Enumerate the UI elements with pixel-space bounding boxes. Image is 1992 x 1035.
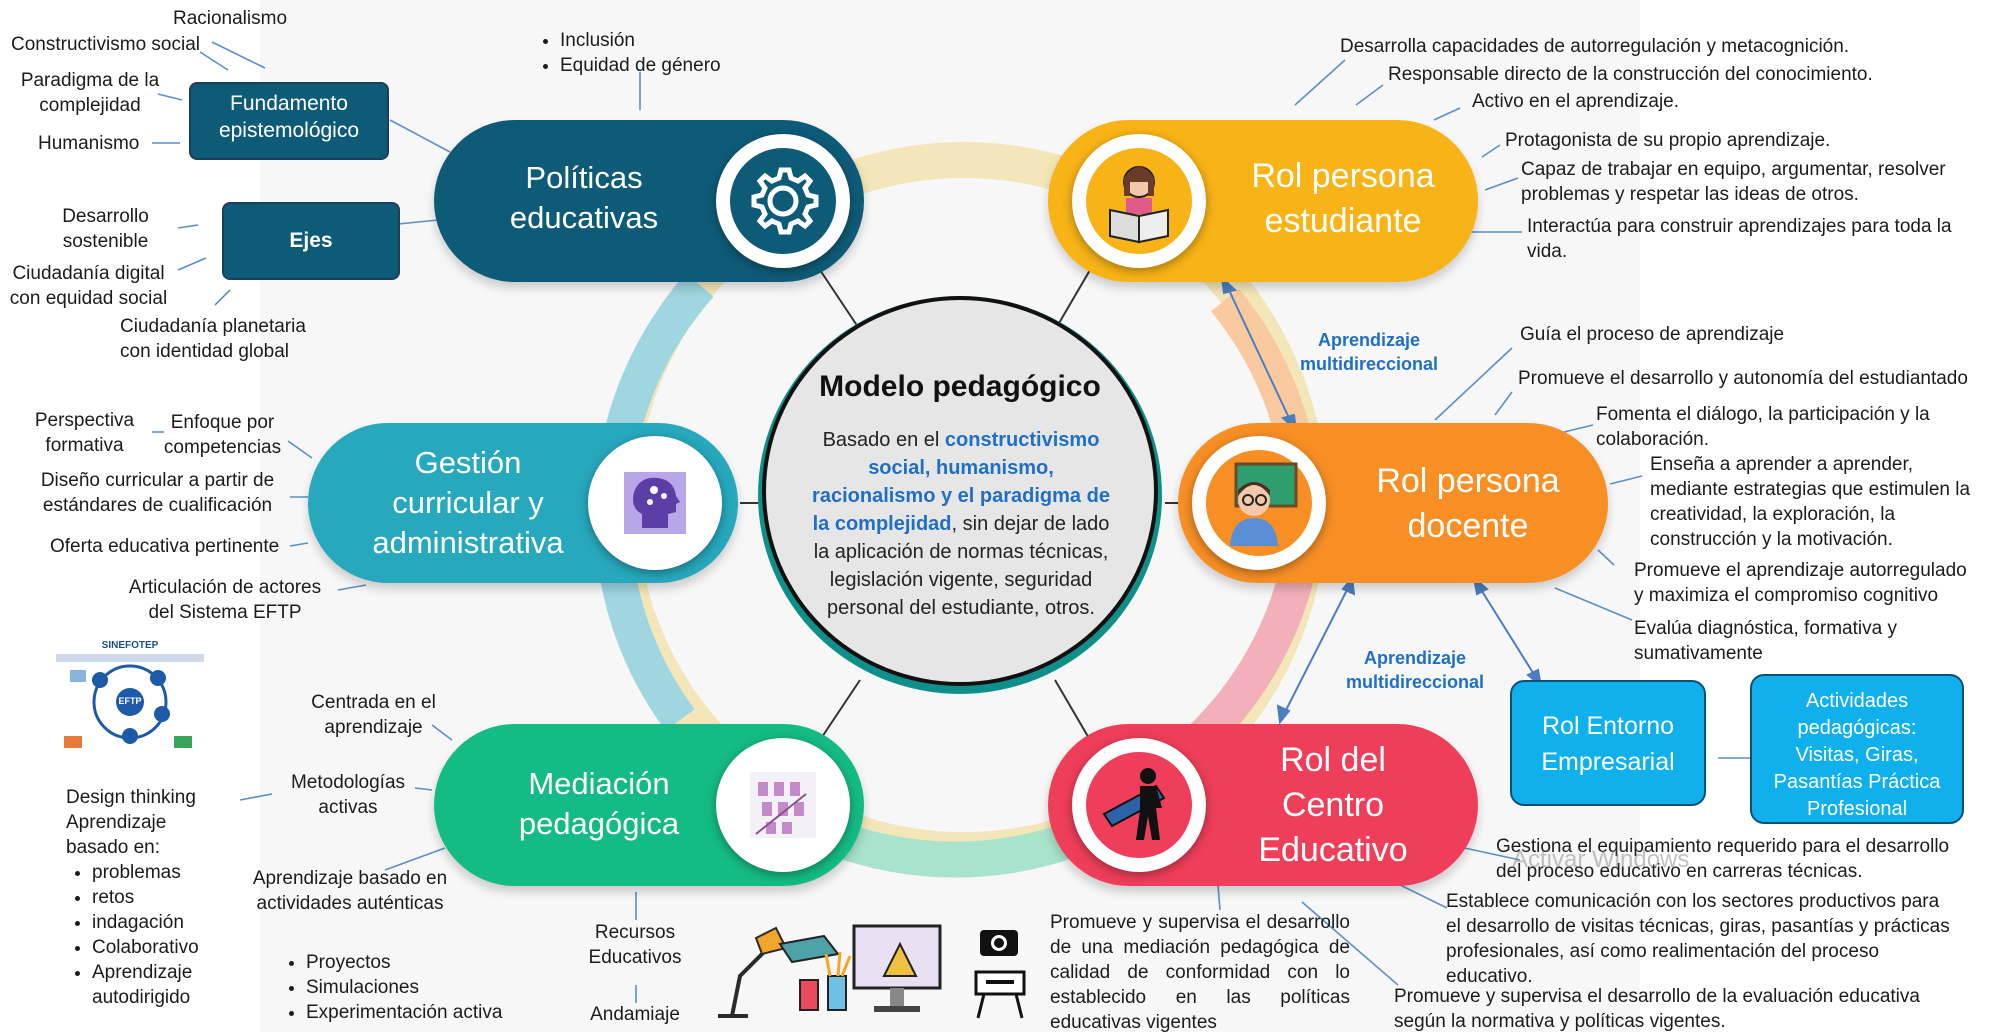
- text-doc2: Promueve el desarrollo y autonomía del e…: [1518, 368, 1968, 389]
- text-est1: Desarrolla capacidades de autorregulació…: [1340, 36, 1850, 57]
- text-perspectiva: Perspectiva formativa: [34, 410, 135, 456]
- autenticas-item: Proyectos: [306, 950, 520, 975]
- autenticas-item: Experimentación activa: [306, 1000, 520, 1025]
- sinefotep-center: EFTP: [118, 696, 142, 706]
- box-rol-entorno: Rol Entorno Empresarial: [1510, 680, 1706, 806]
- text-enfoque: Enfoque por competencias: [163, 412, 282, 458]
- text-design: Design thinking Aprendizaje basado en: p…: [66, 785, 246, 1010]
- text-constructivismo: Constructivismo social: [11, 34, 200, 55]
- inclusion-list-wrap: Inclusión Equidad de género: [534, 28, 754, 78]
- autenticas-item: Simulaciones: [306, 975, 520, 1000]
- text-design-heading: Design thinking Aprendizaje basado en:: [66, 787, 196, 858]
- box-actividades: Actividades pedagógicas: Visitas, Giras,…: [1750, 674, 1964, 824]
- arrow-label-1: Aprendizaje multidireccional: [1299, 330, 1439, 374]
- box-ejes: Ejes: [222, 202, 400, 280]
- text-est2: Responsable directo de la construcción d…: [1388, 64, 1873, 85]
- student-reading-icon: [1086, 148, 1192, 254]
- text-centrada: Centrada en el aprendizaje: [311, 692, 436, 738]
- text-paradigma: Paradigma de la complejidad: [20, 70, 160, 116]
- inclusion-item: Inclusión: [560, 28, 754, 53]
- ring-right-low-arc: [1187, 556, 1318, 754]
- design-list: problemas retos indagación Colaborativo …: [66, 860, 246, 1010]
- text-ciudadania-digital: Ciudadanía digital con equidad social: [9, 263, 168, 309]
- center-title: Modelo pedagógico: [819, 370, 1101, 403]
- design-item: retos: [92, 885, 246, 910]
- circle-docente: [1192, 436, 1326, 570]
- text-doc1: Guía el proceso de aprendizaje: [1520, 324, 1785, 345]
- text-diseno: Diseño curricular a partir de estándares…: [40, 470, 275, 516]
- gear-icon: [730, 148, 836, 254]
- text-cen1: Gestiona el equipamiento requerido para …: [1496, 836, 1950, 882]
- design-item: Colaborativo: [92, 935, 246, 960]
- text-est4: Protagonista de su propio aprendizaje.: [1505, 130, 1831, 151]
- camera-icon: [980, 930, 1018, 956]
- cups-icon: [799, 951, 852, 1011]
- text-recursos: Recursos Educativos: [588, 922, 682, 968]
- center-text-1: Basado en el: [822, 429, 945, 451]
- pill-estudiante-label: Rol persona estudiante: [1251, 157, 1435, 240]
- sinefotep-title: SINEFOTEP: [101, 640, 159, 651]
- text-est5: Capaz de trabajar en equipo, argumentar,…: [1521, 159, 1946, 205]
- text-doc5: Promueve el aprendizaje autorregulado y …: [1634, 560, 1967, 606]
- text-humanismo: Humanismo: [38, 133, 140, 154]
- inclusion-list: Inclusión Equidad de género: [534, 28, 754, 78]
- circle-politicas: [716, 134, 850, 268]
- text-mediacion: Promueve y supervisa el desarrollo de un…: [1050, 912, 1350, 1033]
- text-racionalismo: Racionalismo: [172, 8, 288, 29]
- lamp-icon: [718, 926, 788, 1018]
- classroom-icon: [730, 752, 836, 858]
- text-desarrollo: Desarrollo sostenible: [62, 206, 149, 252]
- pill-docente-label: Rol persona docente: [1376, 462, 1560, 545]
- text-doc6: Evalúa diagnóstica, formativa y sumativa…: [1634, 618, 1897, 664]
- design-item: Aprendizaje autodirigido: [92, 960, 202, 1010]
- head-thinking-icon: [602, 450, 708, 556]
- text-est3: Activo en el aprendizaje.: [1472, 91, 1680, 112]
- design-item: indagación: [92, 910, 246, 935]
- watermark: Activar Windows: [1512, 846, 1690, 873]
- center-inner: Modelo pedagógico Basado en el construct…: [762, 296, 1158, 686]
- text-cen2: Establece comunicación con los sectores …: [1446, 891, 1950, 987]
- text-doc3: Fomenta el diálogo, la participación y l…: [1596, 404, 1930, 450]
- box-fundamento: Fundamento epistemológico: [189, 82, 389, 160]
- design-item: problemas: [92, 860, 246, 885]
- pill-mediacion-label: Mediación pedagógica: [518, 766, 680, 841]
- arrow-label-2: Aprendizaje multidireccional: [1345, 648, 1485, 692]
- text-doc4: Enseña a aprender a aprender, mediante e…: [1650, 454, 1971, 550]
- worker-icon: [1086, 752, 1192, 858]
- monitor-icon: [852, 924, 942, 1012]
- text-oferta: Oferta educativa pertinente: [50, 536, 280, 557]
- circle-gestion: [588, 436, 722, 570]
- pill-gestion-label: Gestión curricular y administrativa: [372, 445, 564, 560]
- center-text-2: , sin dejar de lado la aplicación de nor…: [813, 513, 1110, 619]
- circle-estudiante: [1072, 134, 1206, 268]
- text-andamiaje: Andamiaje: [590, 1004, 680, 1025]
- sinefotep-diagram: SINEFOTEP EFTP: [50, 640, 210, 755]
- autenticas-list-wrap: Proyectos Simulaciones Experimentación a…: [280, 950, 520, 1025]
- circle-mediacion: [716, 738, 850, 872]
- text-cen3: Promueve y supervisa el desarrollo de la…: [1394, 986, 1920, 1032]
- center-description: Basado en el constructivismo social, hum…: [806, 426, 1116, 622]
- printer-icon: [974, 970, 1026, 1019]
- text-articulacion: Articulación de actores del Sistema EFTP: [128, 577, 322, 623]
- autenticas-list: Proyectos Simulaciones Experimentación a…: [280, 950, 520, 1025]
- inclusion-item: Equidad de género: [560, 53, 754, 78]
- tools-illustration: [704, 916, 1034, 1028]
- text-autenticas: Aprendizaje basado en actividades autént…: [252, 868, 448, 914]
- text-est6: Interactúa para construir aprendizajes p…: [1527, 216, 1952, 262]
- teacher-icon: [1206, 450, 1312, 556]
- center-text-highlight: constructivismo social, humanismo, racio…: [812, 429, 1110, 535]
- text-ciudadania-planetaria: Ciudadanía planetaria con identidad glob…: [120, 316, 306, 362]
- pill-politicas-label: Políticas educativas: [509, 160, 659, 235]
- text-metodologias: Metodologías activas: [290, 772, 406, 818]
- pill-centro-label: Rol del Centro Educativo: [1258, 741, 1408, 869]
- circle-centro: [1072, 738, 1206, 872]
- tablet-icon: [778, 934, 840, 964]
